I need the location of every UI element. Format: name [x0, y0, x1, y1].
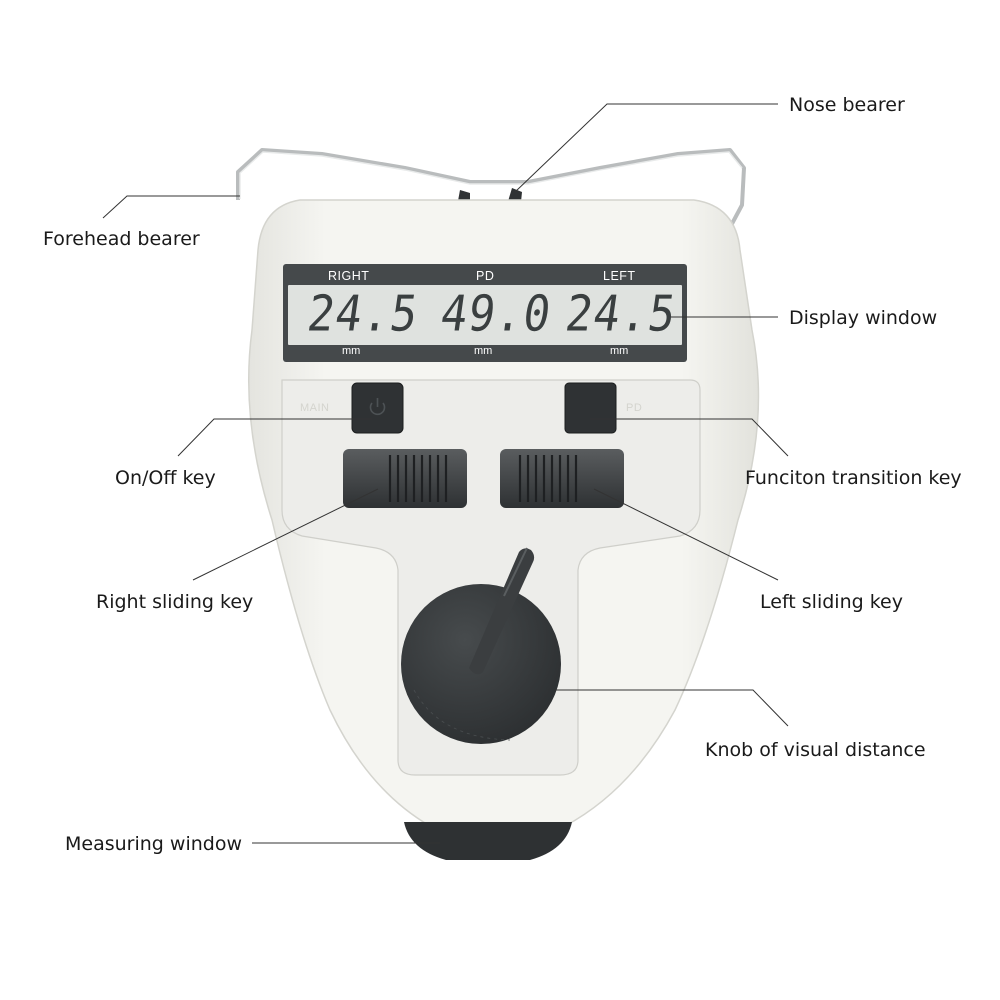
- lcd-label-left: LEFT: [603, 269, 636, 283]
- callout-left-sliding-key: Left sliding key: [760, 591, 903, 613]
- lcd-reading-left: 24.5: [562, 285, 681, 343]
- function-transition-key[interactable]: [564, 382, 617, 434]
- power-icon: [369, 398, 386, 416]
- callout-right-sliding-key: Right sliding key: [96, 591, 254, 613]
- leader-on-off-key: [177, 418, 372, 457]
- pd-key-label: PD: [626, 402, 643, 414]
- knob-scale-text: [413, 689, 511, 741]
- callout-measuring-window: Measuring window: [65, 833, 242, 855]
- callout-forehead-bearer: Forehead bearer: [43, 228, 200, 250]
- lcd-unit-pd: mm: [474, 345, 493, 357]
- right-sliding-key[interactable]: [343, 449, 467, 508]
- leader-forehead-bearer: [102, 195, 240, 219]
- main-key-label: MAIN: [300, 402, 330, 414]
- callout-display-window: Display window: [789, 307, 938, 329]
- leader-left-sliding-key: [593, 488, 779, 581]
- lcd-screen: [288, 285, 682, 345]
- callout-function-transition-key: Funciton transition key: [745, 467, 962, 489]
- leader-right-sliding-key: [192, 488, 379, 581]
- lcd-unit-left: mm: [610, 345, 629, 357]
- left-sliding-key[interactable]: [500, 449, 624, 508]
- knob-lever[interactable]: [469, 547, 535, 675]
- callout-knob-of-visual-distance: Knob of visual distance: [705, 739, 926, 761]
- leader-nose-bearer: [514, 103, 778, 193]
- callout-nose-bearer: Nose bearer: [789, 94, 905, 116]
- callout-lines: [102, 103, 789, 844]
- callout-on-off-key: On/Off key: [115, 467, 216, 489]
- lcd-label-right: RIGHT: [328, 269, 370, 283]
- lcd-unit-right: mm: [342, 345, 361, 357]
- lcd-reading-right: 24.5: [304, 285, 423, 343]
- on-off-key[interactable]: [351, 382, 404, 434]
- forehead-bearer-wire: [236, 148, 746, 236]
- lcd-reading-pd: 49.0: [437, 285, 556, 343]
- measuring-window: [404, 822, 572, 860]
- lcd-label-pd: PD: [476, 269, 495, 283]
- leader-knob: [555, 689, 789, 727]
- leader-function-key: [590, 418, 789, 457]
